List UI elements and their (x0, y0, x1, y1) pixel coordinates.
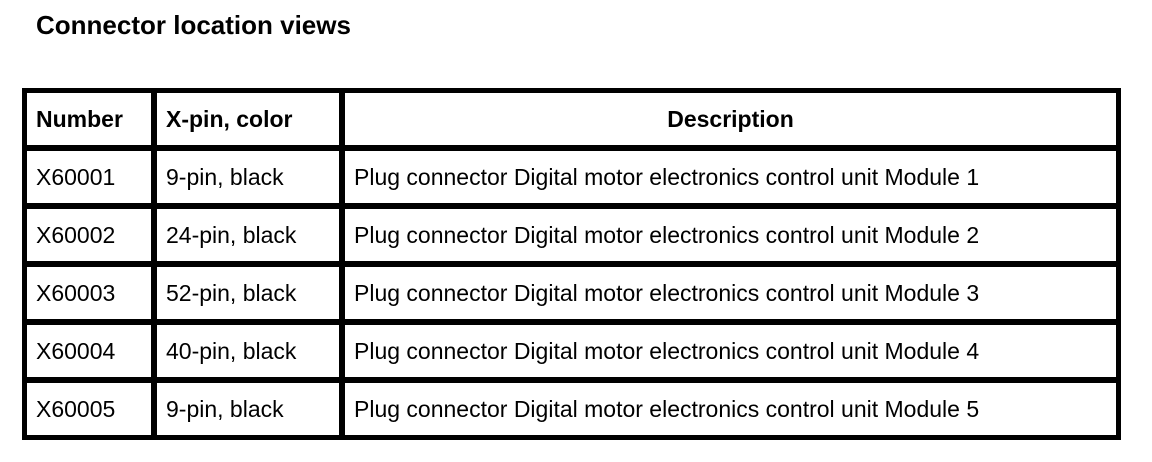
cell-description: Plug connector Digital motor electronics… (342, 264, 1119, 322)
cell-number: X60004 (24, 322, 154, 380)
table-row: X60002 24-pin, black Plug connector Digi… (24, 206, 1119, 264)
column-header-description: Description (342, 90, 1119, 148)
table-row: X60004 40-pin, black Plug connector Digi… (24, 322, 1119, 380)
table-row: X60001 9-pin, black Plug connector Digit… (24, 148, 1119, 206)
cell-number: X60005 (24, 380, 154, 438)
header-row: Number X-pin, color Description (24, 90, 1119, 148)
page-title: Connector location views (36, 10, 351, 40)
cell-description: Plug connector Digital motor electronics… (342, 148, 1119, 206)
column-header-pin-color: X-pin, color (154, 90, 342, 148)
cell-pin-color: 52-pin, black (154, 264, 342, 322)
cell-pin-color: 40-pin, black (154, 322, 342, 380)
cell-number: X60003 (24, 264, 154, 322)
cell-number: X60002 (24, 206, 154, 264)
cell-pin-color: 24-pin, black (154, 206, 342, 264)
table-row: X60003 52-pin, black Plug connector Digi… (24, 264, 1119, 322)
cell-number: X60001 (24, 148, 154, 206)
column-header-number: Number (24, 90, 154, 148)
connector-table: Number X-pin, color Description X60001 9… (22, 88, 1121, 440)
cell-description: Plug connector Digital motor electronics… (342, 322, 1119, 380)
cell-description: Plug connector Digital motor electronics… (342, 380, 1119, 438)
cell-pin-color: 9-pin, black (154, 380, 342, 438)
cell-pin-color: 9-pin, black (154, 148, 342, 206)
table-row: X60005 9-pin, black Plug connector Digit… (24, 380, 1119, 438)
cell-description: Plug connector Digital motor electronics… (342, 206, 1119, 264)
